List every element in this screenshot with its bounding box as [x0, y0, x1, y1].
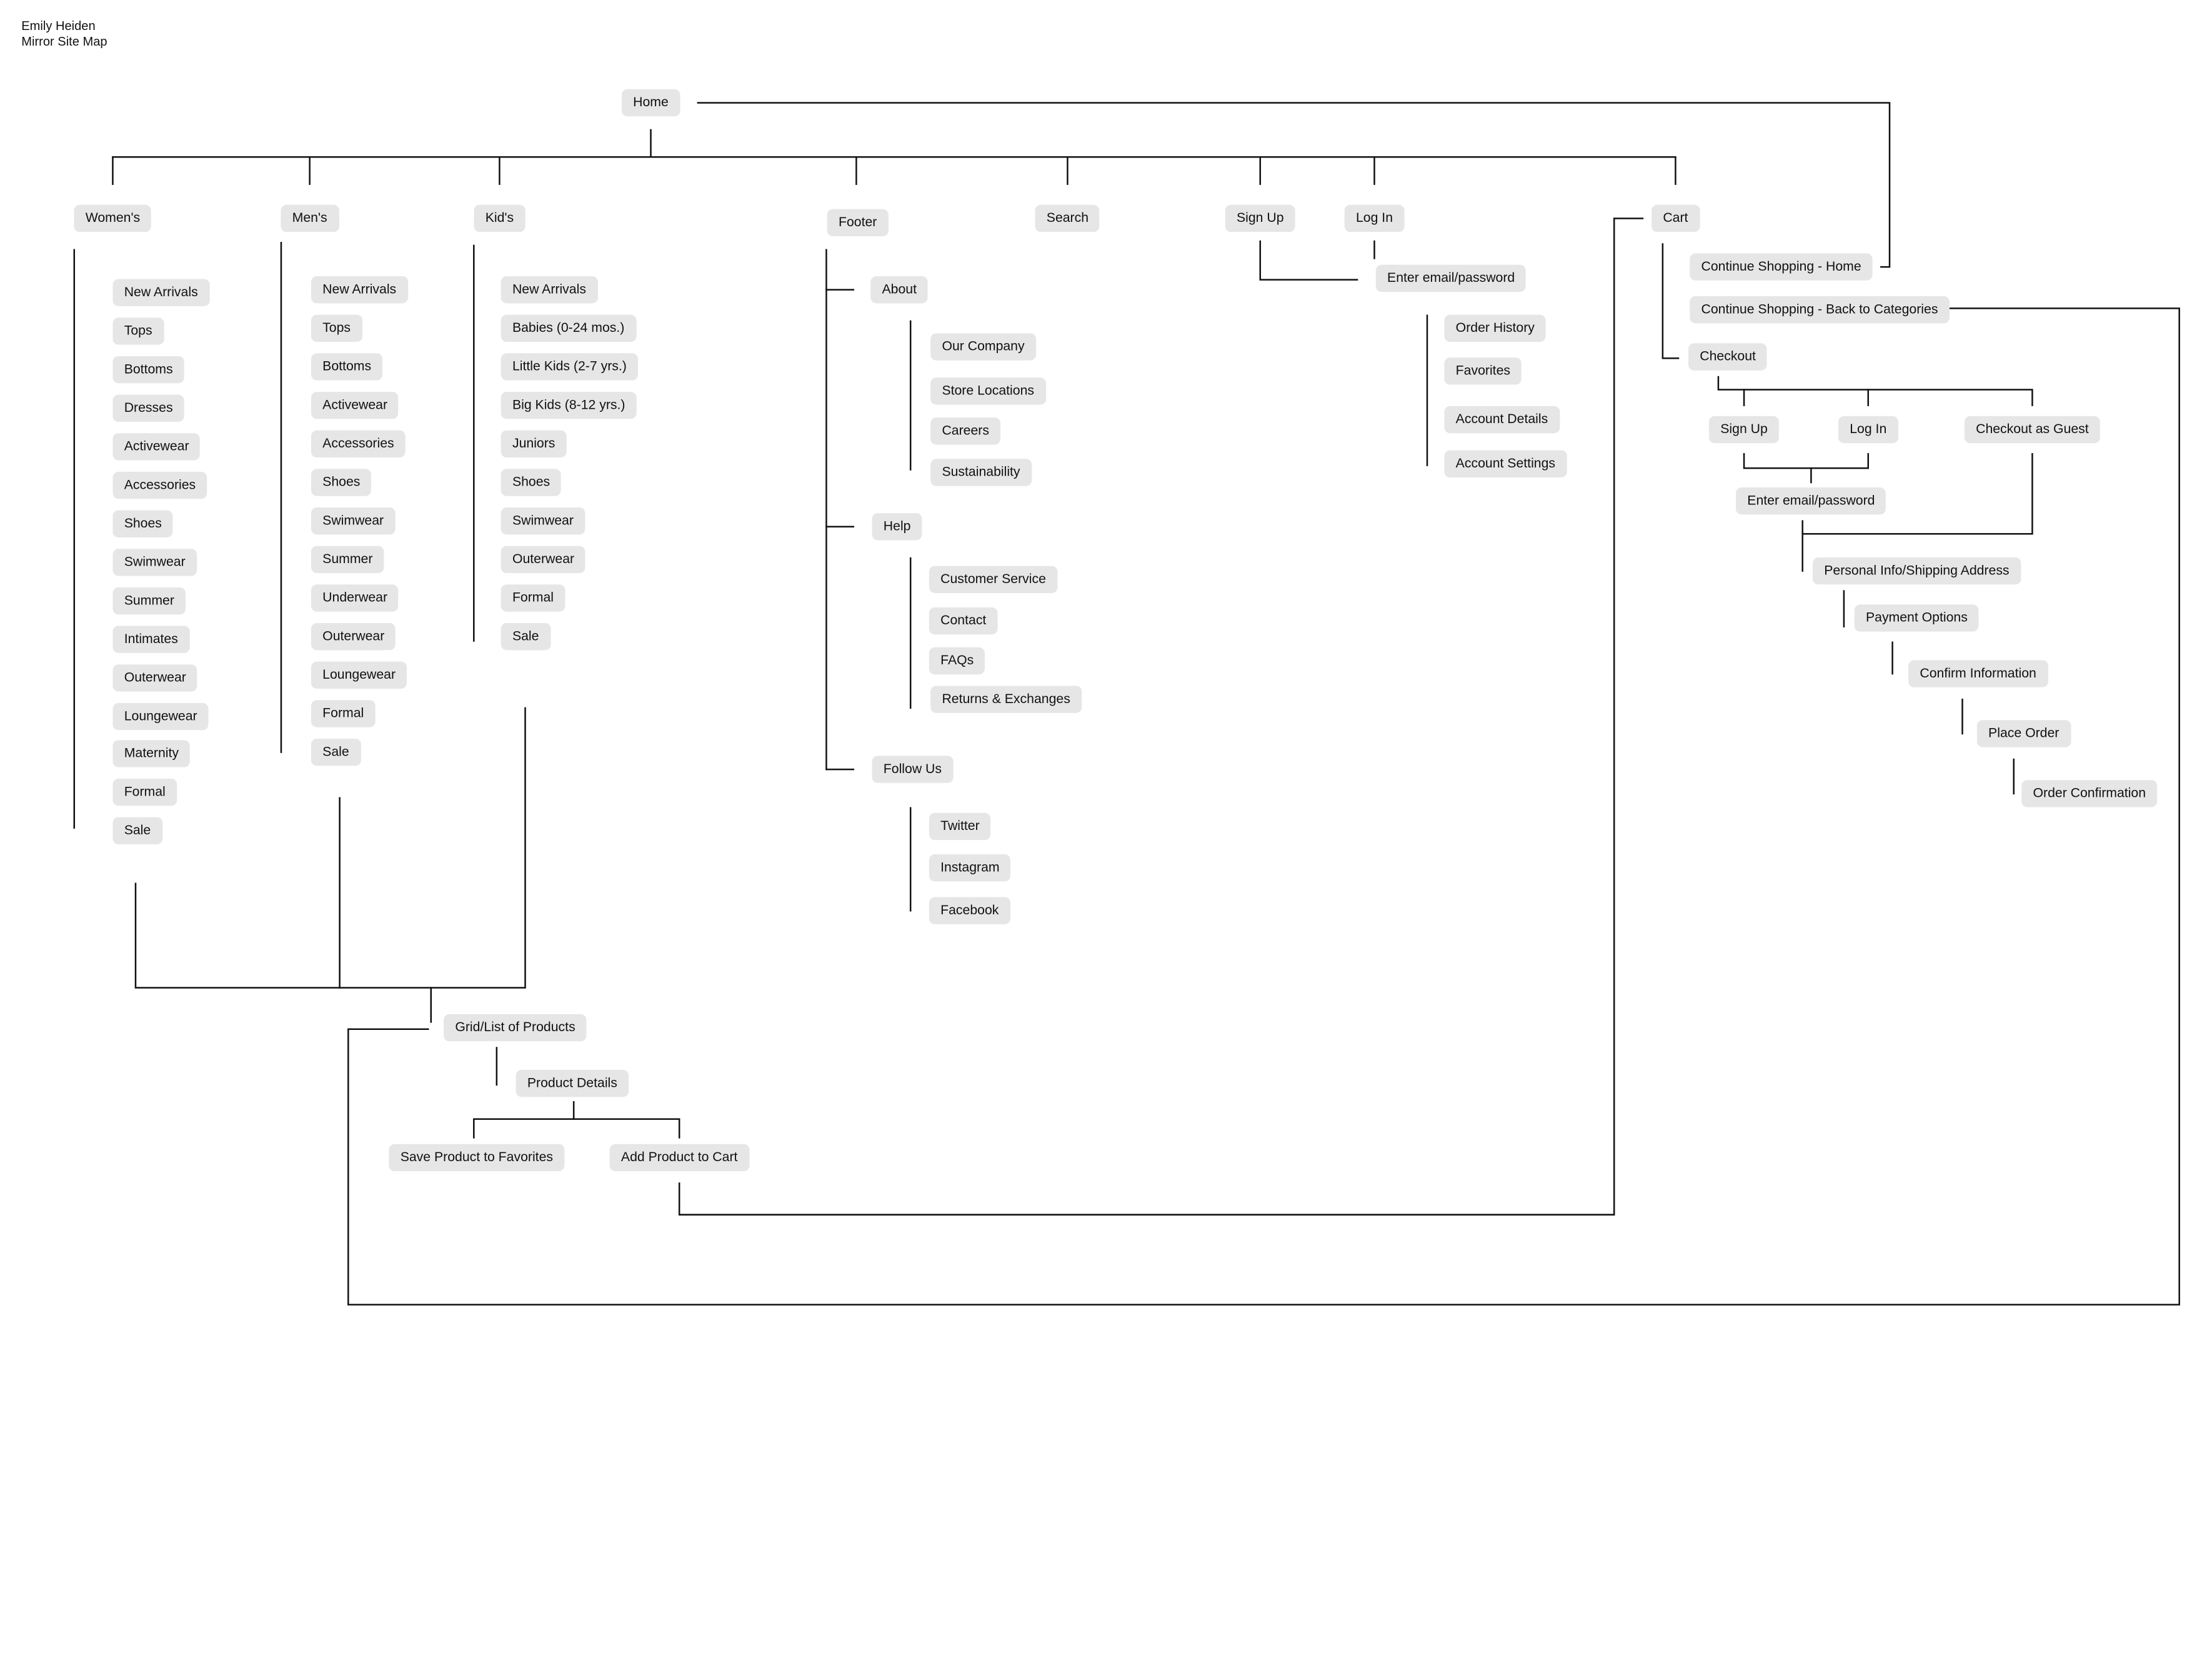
node-mens-underwear: Underwear: [311, 584, 399, 612]
node-womens-accessories: Accessories: [112, 471, 207, 499]
node-womens-outerwear: Outerwear: [112, 664, 198, 692]
author-block: Emily Heiden Mirror Site Map: [21, 19, 107, 50]
node-mens-bottoms: Bottoms: [311, 353, 383, 381]
node-mens-formal: Formal: [311, 700, 376, 727]
node-kids-juniors: Juniors: [501, 430, 567, 458]
node-mens-accessories: Accessories: [311, 430, 406, 458]
node-contact: Contact: [929, 607, 998, 635]
node-womens-activewear: Activewear: [112, 433, 201, 461]
node-kids-new-arrivals: New Arrivals: [501, 276, 598, 304]
node-kids-little-kids: Little Kids (2-7 yrs.): [501, 353, 639, 381]
node-about: About: [870, 276, 929, 304]
node-kids-big-kids: Big Kids (8-12 yrs.): [501, 391, 637, 419]
node-search: Search: [1035, 204, 1100, 232]
node-mens-tops: Tops: [311, 314, 362, 342]
node-sustainability: Sustainability: [930, 459, 1032, 486]
node-womens-summer: Summer: [112, 587, 186, 615]
node-womens-dresses: Dresses: [112, 394, 184, 422]
node-mens-summer: Summer: [311, 546, 384, 574]
node-womens-swimwear: Swimwear: [112, 549, 197, 576]
node-personal-info: Personal Info/Shipping Address: [1812, 557, 2021, 585]
node-mens-activewear: Activewear: [311, 391, 399, 419]
node-womens-intimates: Intimates: [112, 626, 190, 653]
node-kids-sale: Sale: [501, 622, 551, 651]
node-kids-outerwear: Outerwear: [501, 546, 586, 574]
node-womens-formal: Formal: [112, 778, 177, 806]
node-mens: Men's: [281, 204, 339, 232]
node-womens-shoes: Shoes: [112, 510, 174, 537]
node-checkout: Checkout: [1688, 343, 1768, 371]
node-mens-swimwear: Swimwear: [311, 507, 396, 535]
node-favorites: Favorites: [1444, 357, 1522, 385]
node-womens-loungewear: Loungewear: [112, 702, 209, 731]
author-name: Emily Heiden: [21, 18, 96, 33]
node-womens-bottoms: Bottoms: [112, 356, 184, 384]
node-womens-new-arrivals: New Arrivals: [112, 279, 209, 306]
node-grid-list-products: Grid/List of Products: [444, 1014, 587, 1042]
node-mens-outerwear: Outerwear: [311, 622, 396, 651]
node-facebook: Facebook: [929, 897, 1010, 924]
node-kids-swimwear: Swimwear: [501, 507, 585, 535]
node-checkout-enter-email: Enter email/password: [1736, 487, 1886, 515]
node-kids-babies: Babies (0-24 mos.): [501, 314, 636, 342]
node-womens-sale: Sale: [112, 817, 162, 844]
node-confirm-information: Confirm Information: [1908, 660, 2048, 687]
node-returns-exchanges: Returns & Exchanges: [930, 686, 1082, 713]
node-payment-options: Payment Options: [1854, 604, 1980, 632]
node-order-history: Order History: [1444, 314, 1547, 342]
node-help: Help: [872, 513, 922, 541]
node-place-order: Place Order: [1976, 720, 2071, 747]
node-mens-sale: Sale: [311, 738, 361, 766]
node-add-to-cart: Add Product to Cart: [609, 1144, 749, 1172]
node-footer: Footer: [827, 209, 889, 237]
node-checkout-login: Log In: [1838, 416, 1898, 444]
node-signup: Sign Up: [1225, 204, 1295, 232]
node-kids-shoes: Shoes: [501, 469, 562, 496]
node-kids-formal: Formal: [501, 584, 565, 612]
node-continue-shopping-categories: Continue Shopping - Back to Categories: [1690, 296, 1950, 324]
node-account-details: Account Details: [1444, 406, 1560, 434]
node-customer-service: Customer Service: [929, 566, 1058, 594]
node-cart: Cart: [1652, 204, 1700, 232]
node-account-settings: Account Settings: [1444, 450, 1567, 477]
node-careers: Careers: [930, 417, 1001, 445]
node-womens-maternity: Maternity: [112, 740, 191, 767]
node-home: Home: [621, 89, 680, 117]
node-login: Log In: [1344, 204, 1405, 232]
node-instagram: Instagram: [929, 854, 1011, 882]
node-womens: Women's: [74, 204, 152, 232]
node-twitter: Twitter: [929, 812, 991, 841]
node-kids: Kid's: [474, 204, 526, 232]
node-checkout-as-guest: Checkout as Guest: [1964, 416, 2100, 444]
diagram-title: Mirror Site Map: [21, 34, 107, 49]
node-our-company: Our Company: [930, 333, 1036, 361]
node-womens-tops: Tops: [112, 317, 164, 345]
node-faqs: FAQs: [929, 647, 985, 675]
node-follow-us: Follow Us: [872, 756, 954, 783]
node-order-confirmation: Order Confirmation: [2021, 780, 2158, 807]
node-mens-loungewear: Loungewear: [311, 661, 407, 689]
node-enter-email-password: Enter email/password: [1375, 264, 1527, 292]
node-save-to-favorites: Save Product to Favorites: [389, 1144, 565, 1172]
node-mens-new-arrivals: New Arrivals: [311, 276, 408, 304]
node-checkout-signup: Sign Up: [1709, 416, 1780, 444]
node-mens-shoes: Shoes: [311, 469, 372, 496]
node-product-details: Product Details: [516, 1069, 629, 1097]
node-store-locations: Store Locations: [930, 377, 1046, 405]
node-continue-shopping-home: Continue Shopping - Home: [1690, 253, 1873, 281]
